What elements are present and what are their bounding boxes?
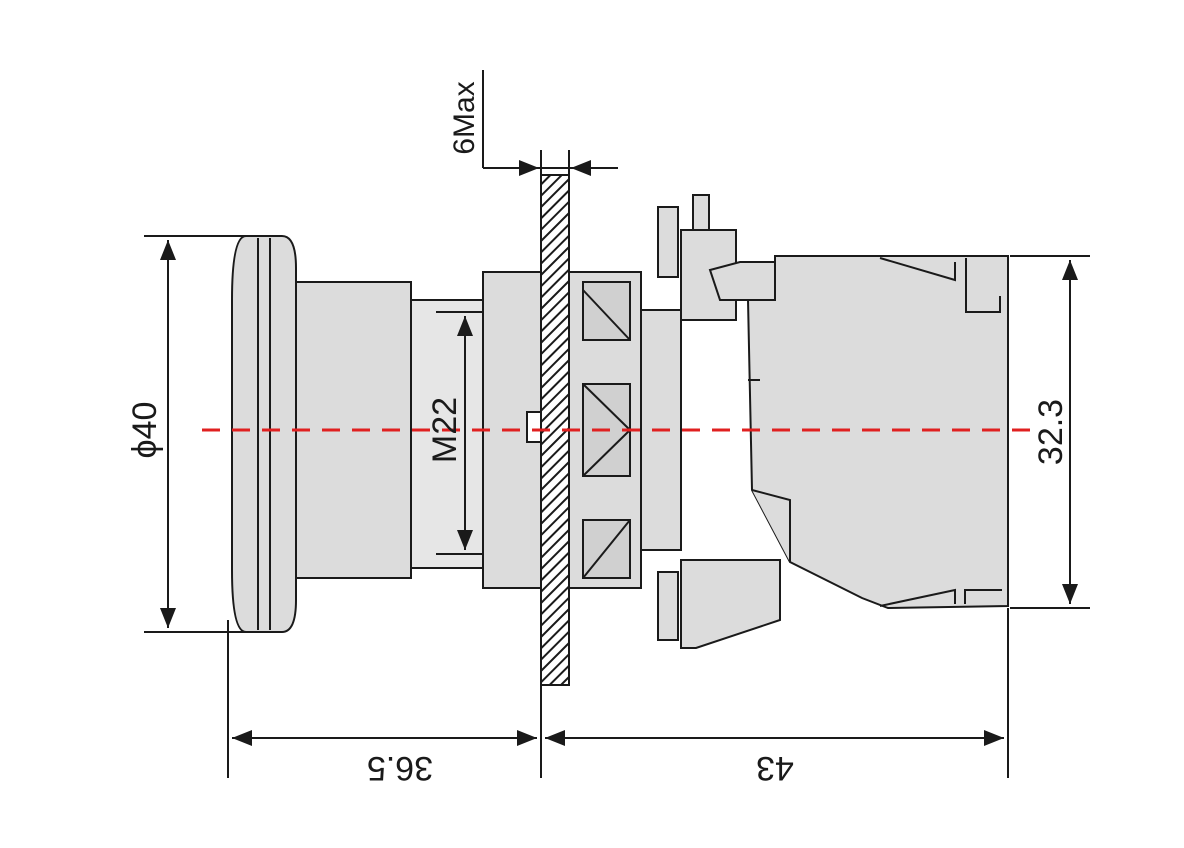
front-length-label: 36.5 <box>367 749 433 787</box>
diameter-label: ϕ40 <box>126 402 164 459</box>
thread-label: M22 <box>426 397 464 463</box>
dimension-labels: ϕ40 M22 6Max 32.3 36.5 43 <box>126 81 1070 787</box>
mounting-nut <box>482 271 542 589</box>
rear-length-label: 43 <box>756 749 794 787</box>
panel-thickness-label: 6Max <box>448 81 481 154</box>
contact-block <box>708 255 1009 610</box>
dimension-lines <box>144 70 1090 778</box>
mushroom-head <box>231 235 297 633</box>
block-height-label: 32.3 <box>1032 399 1070 465</box>
